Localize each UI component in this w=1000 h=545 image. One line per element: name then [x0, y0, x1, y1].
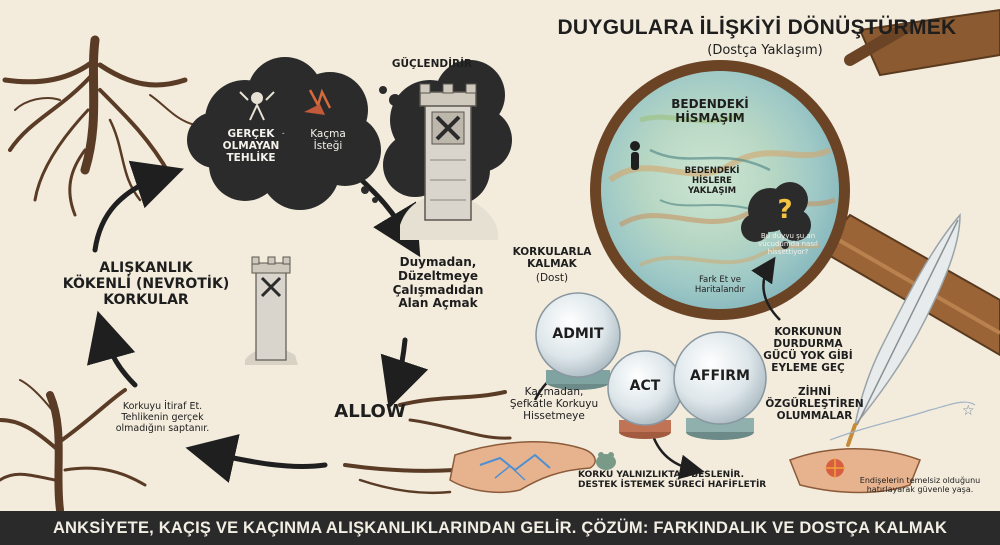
orb-affirm [673, 331, 767, 440]
tower-icon-small [245, 256, 298, 365]
trust-text: Endişelerin temelsiz olduğunu hatırlayar… [859, 476, 981, 495]
roots-top-left [2, 35, 196, 217]
stay-with-fears-text: KORKULARLA KALMAK [512, 246, 592, 271]
habit-fears-text: ALIŞKANLIK KÖKENLİ (NEVROTİK) KORKULAR [62, 260, 230, 309]
escape-icon [304, 88, 332, 115]
unrest-text: Duymadan, Düzeltmeye Çalışmadıdan Alan A… [392, 255, 484, 311]
magnifier-handle [818, 8, 1000, 357]
footer-banner: ANKSİYETE, KAÇIŞ VE KAÇINMA ALIŞKANLIKLA… [0, 511, 1000, 545]
orb-act [607, 350, 683, 439]
admit-description: Kaçmadan, Şefkatle Korkuyu Hissetmeye [509, 386, 599, 423]
hand-right-icon [789, 448, 921, 494]
hand-left-icon [449, 441, 596, 494]
sparkle-trail [829, 401, 976, 441]
allow-label: ALLOW [334, 401, 406, 422]
question-mark-icon: ? [777, 195, 792, 225]
body-sensation-text: BEDENDEKİ HİSMAŞIM [671, 97, 749, 125]
notice-text: Fark Et ve Haritalandır [694, 275, 746, 295]
alarm-person-icon [239, 91, 275, 121]
tower-icon-large [400, 83, 499, 240]
freeing-affirmations-text: ZİHNİ ÖZGÜRLEŞTİREN OLUMMALAR [765, 386, 864, 423]
admit-note-text: Korkuyu İtiraf Et. Tehlikenin gerçek olm… [115, 401, 210, 434]
feather-quill-icon [846, 212, 961, 447]
page-title: DUYGULARA İLİŞKİYİ DÖNÜŞTÜRMEK [557, 16, 957, 39]
loneliness-text: KORKU YALNIZLIKTAN BESLENİR. DESTEK İSTE… [578, 470, 767, 491]
star-icon: ☆ [962, 403, 975, 419]
approach-text: BEDENDEKİ HİSLERE YAKLAŞIM [684, 166, 740, 196]
page-subtitle: (Dostça Yaklaşım) [707, 43, 823, 58]
fear-no-power-text: KORKUNUN DURDURMA GÜCÜ YOK GİBİ EYLEME G… [763, 326, 853, 375]
stay-friend-text: (Dost) [535, 272, 569, 284]
roots-bottom-left [0, 379, 147, 514]
affirm-orb-label: AFFIRM [690, 368, 750, 384]
cloud-escape-text: Kaçma İsteği [310, 128, 346, 153]
empowers-label: GÜÇLENDİRİR [391, 58, 473, 70]
act-orb-label: ACT [629, 378, 661, 394]
magnifier-lens [590, 60, 850, 320]
admit-orb-label: ADMIT [552, 326, 604, 342]
orb-admit [535, 292, 621, 390]
question-text: Bu duyyu şu an vücudumda nasıl hissettiy… [758, 232, 818, 257]
frog-icon [596, 452, 616, 470]
cloud-danger-text: GERÇEK OLMAYAN TEHLİKE [222, 128, 280, 165]
